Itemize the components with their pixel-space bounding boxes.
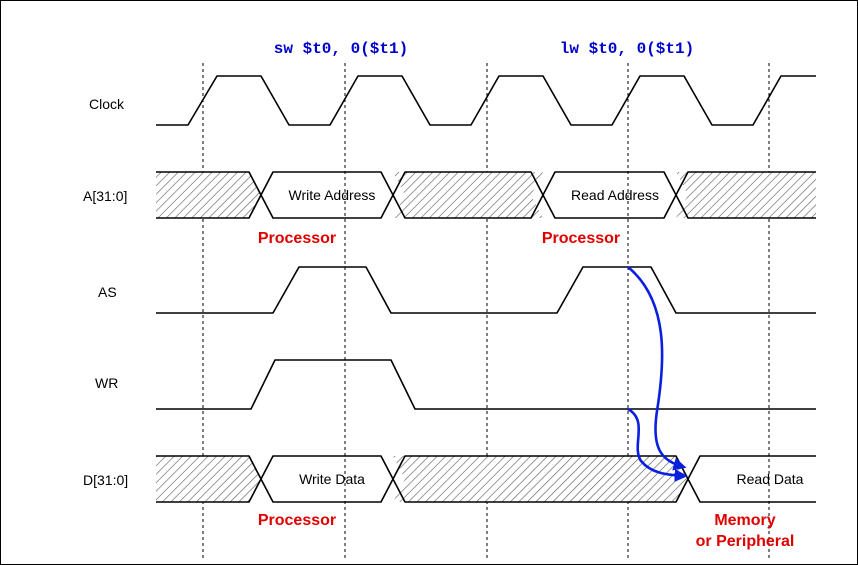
read-data-label: Read Data xyxy=(737,471,804,487)
address-invalid-region xyxy=(393,172,543,218)
data-invalid-region xyxy=(156,456,261,502)
write-address-label: Write Address xyxy=(289,187,376,203)
wr-waveform xyxy=(156,359,816,410)
read-address-label: Read Address xyxy=(571,187,659,203)
data-driver-processor: Processor xyxy=(258,512,336,529)
address-invalid-region xyxy=(156,172,261,218)
data-driver-memory: Memory xyxy=(714,512,775,529)
as-waveform xyxy=(156,266,816,314)
store-instruction-label: sw $t0, 0($t1) xyxy=(274,40,408,58)
wr-signal-label: WR xyxy=(95,375,118,391)
address-signal-label: A[31:0] xyxy=(83,188,127,204)
data-bus-waveform: Write Data Read Data xyxy=(156,455,816,503)
load-instruction-label: lw $t0, 0($t1) xyxy=(560,40,694,58)
address-bus-waveform: Write Address Read Address xyxy=(156,171,816,219)
address-invalid-region xyxy=(676,172,816,218)
as-signal-label: AS xyxy=(98,284,117,300)
as-to-data-arrow xyxy=(627,266,687,471)
data-invalid-region xyxy=(393,456,688,502)
clock-waveform xyxy=(156,75,816,126)
address-driver-processor-2: Processor xyxy=(542,230,620,247)
data-driver-peripheral: or Peripheral xyxy=(696,533,795,550)
address-driver-processor-1: Processor xyxy=(258,230,336,247)
clock-signal-label: Clock xyxy=(89,96,125,112)
wr-to-data-arrow xyxy=(627,407,688,482)
write-data-label: Write Data xyxy=(299,471,365,487)
clock-edge-gridlines xyxy=(202,63,770,559)
data-signal-label: D[31:0] xyxy=(83,472,128,488)
